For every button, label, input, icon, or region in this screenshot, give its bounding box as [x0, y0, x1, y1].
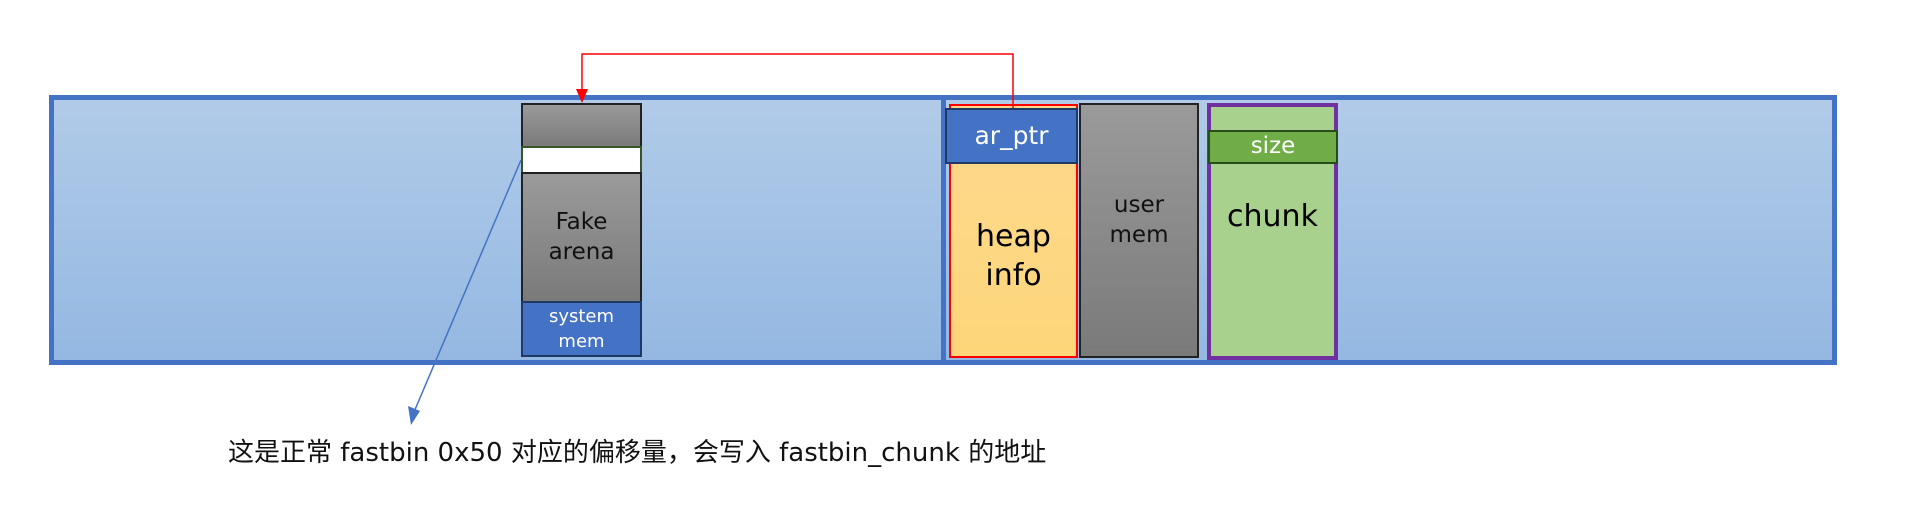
annotation-arrowhead-icon [408, 406, 420, 425]
ar-ptr-arrowhead-icon [576, 89, 588, 103]
ar-ptr-field: ar_ptr [945, 108, 1078, 164]
left-memory-region [49, 95, 946, 365]
user-mem-block: user mem [1079, 103, 1199, 358]
system-mem-block: system mem [521, 301, 642, 357]
size-field: size [1208, 130, 1338, 164]
fake-arena-block: Fake arena [521, 172, 642, 303]
annotation-text: 这是正常 fastbin 0x50 对应的偏移量，会写入 fastbin_chu… [228, 438, 1047, 468]
ar-ptr-pointer-arrow [581, 53, 1014, 108]
annotation-arrow [413, 159, 522, 413]
